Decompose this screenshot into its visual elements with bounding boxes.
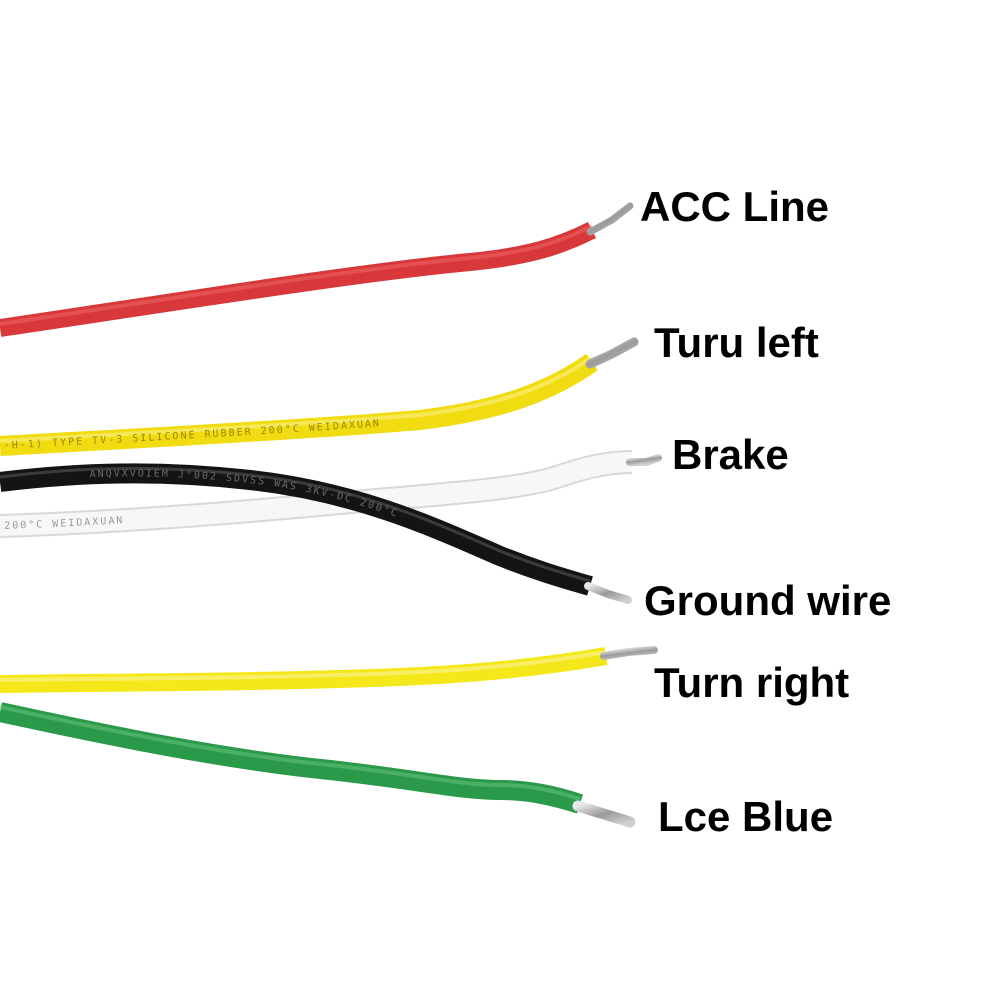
- label-ground-wire: Ground wire: [644, 577, 892, 624]
- wire-turn-right: [0, 646, 658, 693]
- wire-acc: [0, 202, 634, 337]
- wire-turn-left: ·H-1) TYPE TV-3 SILICONE RUBBER 200°C WE…: [0, 337, 639, 456]
- wire-ground-tip: [584, 582, 632, 604]
- label-turn-right: Turn right: [654, 659, 850, 706]
- label-ice-blue: Lce Blue: [658, 793, 834, 840]
- wire-acc-tip: [586, 202, 634, 236]
- label-turn-left: Turu left: [654, 319, 819, 366]
- wire-ice-blue: [0, 702, 636, 828]
- label-brake: Brake: [672, 431, 789, 478]
- wire-turn-right-tip: [600, 646, 658, 660]
- label-acc-line: ACC Line: [640, 183, 829, 230]
- wire-ice-blue-tip: [572, 800, 636, 828]
- wire-brake: 200°C WEIDAXUAN: [0, 450, 662, 538]
- wire-turn-left-tip: [585, 337, 639, 369]
- wire-brake-tip: [626, 454, 662, 466]
